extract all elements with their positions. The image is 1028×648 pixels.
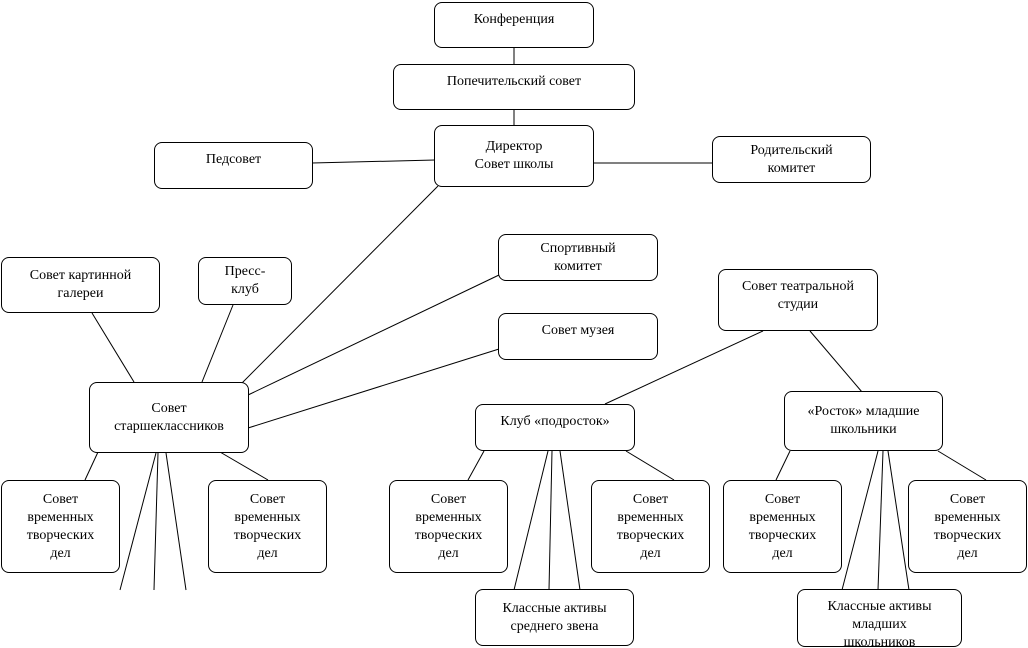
connector-teenclub-actives-1 — [513, 450, 549, 591]
connector-press-seniors — [201, 304, 234, 383]
node-press: Пресс- клуб — [198, 257, 292, 305]
node-sports: Спортивный комитет — [498, 234, 658, 281]
connector-theater-rostok — [809, 330, 863, 393]
node-creative-rostok-right: Совет временных творческих дел — [908, 480, 1027, 573]
connector-sports-seniors — [247, 274, 500, 396]
connector-teenclub-actives-2 — [548, 450, 553, 591]
connector-seniors-creative1 — [84, 451, 99, 481]
node-pedsovet: Педсовет — [154, 142, 313, 189]
connector-theater-teenclub — [604, 330, 764, 405]
node-creative-rostok-left: Совет временных творческих дел — [723, 480, 842, 573]
connector-rostok-creative6 — [937, 450, 987, 481]
node-parents: Родительский комитет — [712, 136, 871, 183]
node-creative-teen-left: Совет временных творческих дел — [389, 480, 508, 573]
connector-seniors-down-2 — [153, 452, 159, 591]
connector-seniors-down-3 — [165, 452, 187, 591]
connector-director-seniors — [241, 185, 439, 384]
node-gallery: Совет картинной галереи — [1, 257, 160, 313]
connector-rostok-actives-2 — [877, 450, 884, 591]
connector-rostok-actives-1 — [841, 450, 879, 591]
connector-pedsovet-director — [311, 159, 436, 164]
connector-rostok-actives-3 — [887, 450, 910, 591]
node-creative-seniors-right: Совет временных творческих дел — [208, 480, 327, 573]
node-seniors: Совет старшеклассников — [89, 382, 249, 453]
node-teen-club: Клуб «подросток» — [475, 404, 635, 451]
connector-teenclub-creative4 — [625, 450, 675, 481]
connector-teenclub-creative3 — [467, 450, 485, 481]
node-conference: Конференция — [434, 2, 594, 48]
node-middle-actives: Классные активы среднего звена — [475, 589, 634, 646]
connector-seniors-creative2 — [219, 451, 269, 481]
node-museum: Совет музея — [498, 313, 658, 360]
connector-teenclub-actives-3 — [559, 450, 581, 591]
connector-seniors-down-1 — [119, 452, 157, 591]
node-rostok: «Росток» младшие школьники — [784, 391, 943, 451]
node-creative-seniors-left: Совет временных творческих дел — [1, 480, 120, 573]
connector-museum-seniors — [247, 348, 500, 429]
connector-rostok-creative5 — [775, 450, 791, 481]
node-creative-teen-right: Совет временных творческих дел — [591, 480, 710, 573]
node-theater: Совет театральной студии — [718, 269, 878, 331]
node-director: Директор Совет школы — [434, 125, 594, 187]
node-junior-actives: Классные активы младших школьников — [797, 589, 962, 647]
node-trustees: Попечительский совет — [393, 64, 635, 110]
connector-gallery-seniors — [91, 312, 135, 383]
